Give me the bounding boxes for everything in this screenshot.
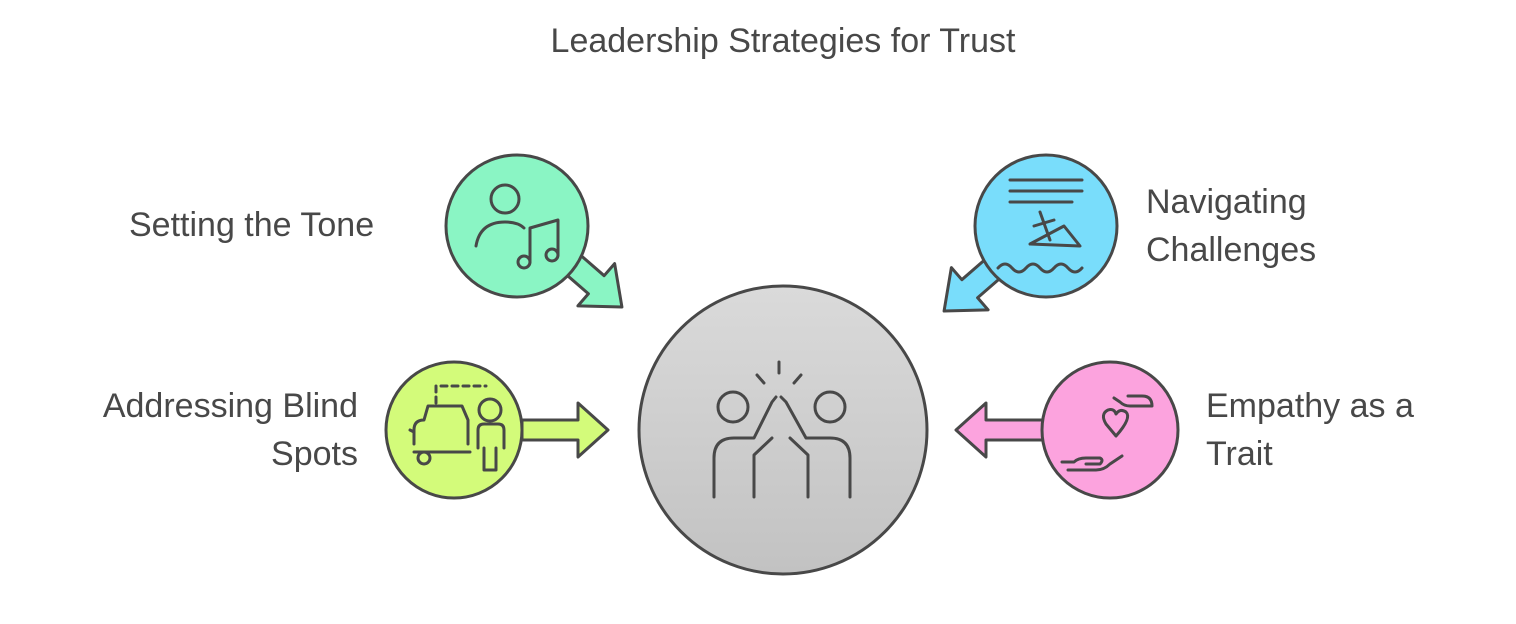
node-empathy-as-a-trait bbox=[1040, 360, 1180, 500]
label-navigating-challenges: Navigating Challenges bbox=[1146, 178, 1316, 274]
node-navigating-challenges bbox=[973, 153, 1119, 299]
high-five-icon bbox=[712, 360, 852, 499]
arrow-empathy-as-a-trait bbox=[954, 401, 1046, 459]
car-person-icon bbox=[408, 384, 506, 472]
arrow-addressing-blind-spots bbox=[520, 401, 610, 459]
label-line: Addressing Blind bbox=[102, 387, 358, 425]
label-setting-the-tone: Setting the Tone bbox=[129, 201, 374, 249]
center-node bbox=[637, 284, 929, 576]
node-setting-the-tone bbox=[444, 153, 590, 299]
node-addressing-blind-spots bbox=[384, 360, 524, 500]
label-line: Setting the Tone bbox=[129, 206, 375, 244]
hands-heart-icon bbox=[1060, 394, 1154, 472]
label-empathy-as-a-trait: Empathy as a Trait bbox=[1206, 382, 1414, 478]
label-line: Trait bbox=[1206, 435, 1273, 473]
label-line: Spots bbox=[271, 435, 358, 473]
sinking-ship-icon bbox=[996, 178, 1084, 274]
label-line: Challenges bbox=[1146, 231, 1317, 269]
label-addressing-blind-spots: Addressing Blind Spots bbox=[59, 382, 358, 478]
person-music-icon bbox=[474, 183, 560, 270]
label-line: Empathy as a bbox=[1206, 387, 1414, 425]
label-line: Navigating bbox=[1146, 183, 1307, 221]
diagram-title: Leadership Strategies for Trust bbox=[550, 22, 1016, 60]
